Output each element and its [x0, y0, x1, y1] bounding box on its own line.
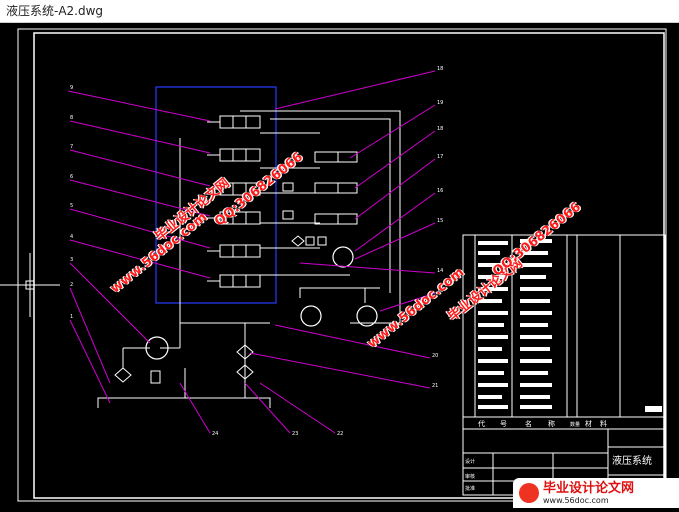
part-number-label: 21 [432, 383, 438, 389]
part-number-label: 3 [70, 257, 73, 263]
part-number-label: 20 [432, 353, 438, 359]
hydraulic-cylinders [314, 151, 358, 225]
part-number-label: 13 [437, 288, 443, 294]
parts-list-rows [478, 239, 662, 412]
part-number-label: 24 [212, 431, 218, 437]
valve-5 [207, 244, 261, 258]
motor-icon [332, 246, 354, 268]
part-number-label: 6 [70, 174, 73, 180]
part-number-label: 14 [437, 268, 443, 274]
motor-icon [300, 305, 322, 327]
window-title-bar: 液压系统-A2.dwg [0, 0, 679, 23]
filter-icon [236, 344, 254, 360]
filters [114, 344, 254, 384]
part-number-label: 5 [70, 203, 73, 209]
site-logo[interactable]: 毕业设计论文网 www.56doc.com [513, 478, 679, 508]
small-components [282, 182, 327, 247]
approve-label: 批准 [465, 485, 475, 492]
header-code: 代 [478, 419, 485, 428]
drawing-title: 液压系统 [612, 454, 652, 467]
part-number-label: 4 [70, 234, 73, 240]
pump-icon [145, 336, 169, 360]
cad-drawing-canvas[interactable]: 9 8 7 6 5 4 3 2 1 18 19 18 17 16 15 14 1… [0, 23, 679, 508]
part-number-label: 15 [437, 218, 443, 224]
part-number-labels-right: 18 19 18 17 16 15 14 13 20 21 22 23 24 [212, 66, 443, 437]
valve-3 [207, 182, 261, 196]
part-number-label: 1 [70, 314, 73, 320]
valve-2 [207, 148, 261, 162]
header-name: 名 [525, 419, 532, 428]
logo-icon [519, 483, 539, 503]
part-number-label: 17 [437, 154, 443, 160]
valve-4 [207, 211, 261, 225]
logo-url: www.56doc.com [543, 495, 609, 505]
design-label: 设计 [465, 458, 475, 465]
header-material: 材 [585, 419, 592, 428]
piping [97, 110, 401, 408]
part-number-label: 18 [437, 66, 443, 72]
outer-border [17, 28, 667, 502]
header-qty: 称 [548, 419, 555, 428]
valve-group-outline [155, 86, 277, 304]
filter-icon [114, 367, 132, 383]
valve-1 [207, 115, 261, 129]
crosshair-cursor [0, 253, 60, 317]
header-no: 号 [500, 420, 507, 428]
check-label: 审核 [465, 473, 475, 480]
part-number-label: 9 [70, 85, 73, 91]
inner-border [33, 32, 665, 499]
part-number-label: 22 [337, 431, 343, 437]
part-number-label: 23 [292, 431, 298, 437]
title-block-text: 代 号 名 称 数量 材 料 液压系统 设计 审核 批准 [465, 419, 652, 492]
part-number-label: 7 [70, 144, 73, 150]
logo-brand: 毕业设计论文网 [543, 480, 635, 496]
part-number-label: 16 [437, 188, 443, 194]
hydraulic-schematic: 9 8 7 6 5 4 3 2 1 18 19 18 17 16 15 14 1… [0, 28, 667, 502]
directional-valves [207, 115, 261, 288]
leader-lines [67, 70, 436, 434]
motor-icon [356, 305, 378, 327]
filter-icon [236, 364, 254, 380]
tank-icon [150, 370, 161, 384]
header-misc: 数量 [570, 421, 580, 428]
header-material2: 料 [600, 419, 607, 428]
valve-6 [207, 274, 261, 288]
part-number-label: 19 [437, 100, 443, 106]
part-number-label: 18 [437, 126, 443, 132]
part-number-labels-left: 9 8 7 6 5 4 3 2 1 [70, 85, 73, 320]
part-number-label: 2 [70, 282, 73, 288]
part-number-label: 8 [70, 115, 73, 121]
hydraulic-motors [145, 246, 378, 360]
window-title: 液压系统-A2.dwg [6, 4, 104, 18]
